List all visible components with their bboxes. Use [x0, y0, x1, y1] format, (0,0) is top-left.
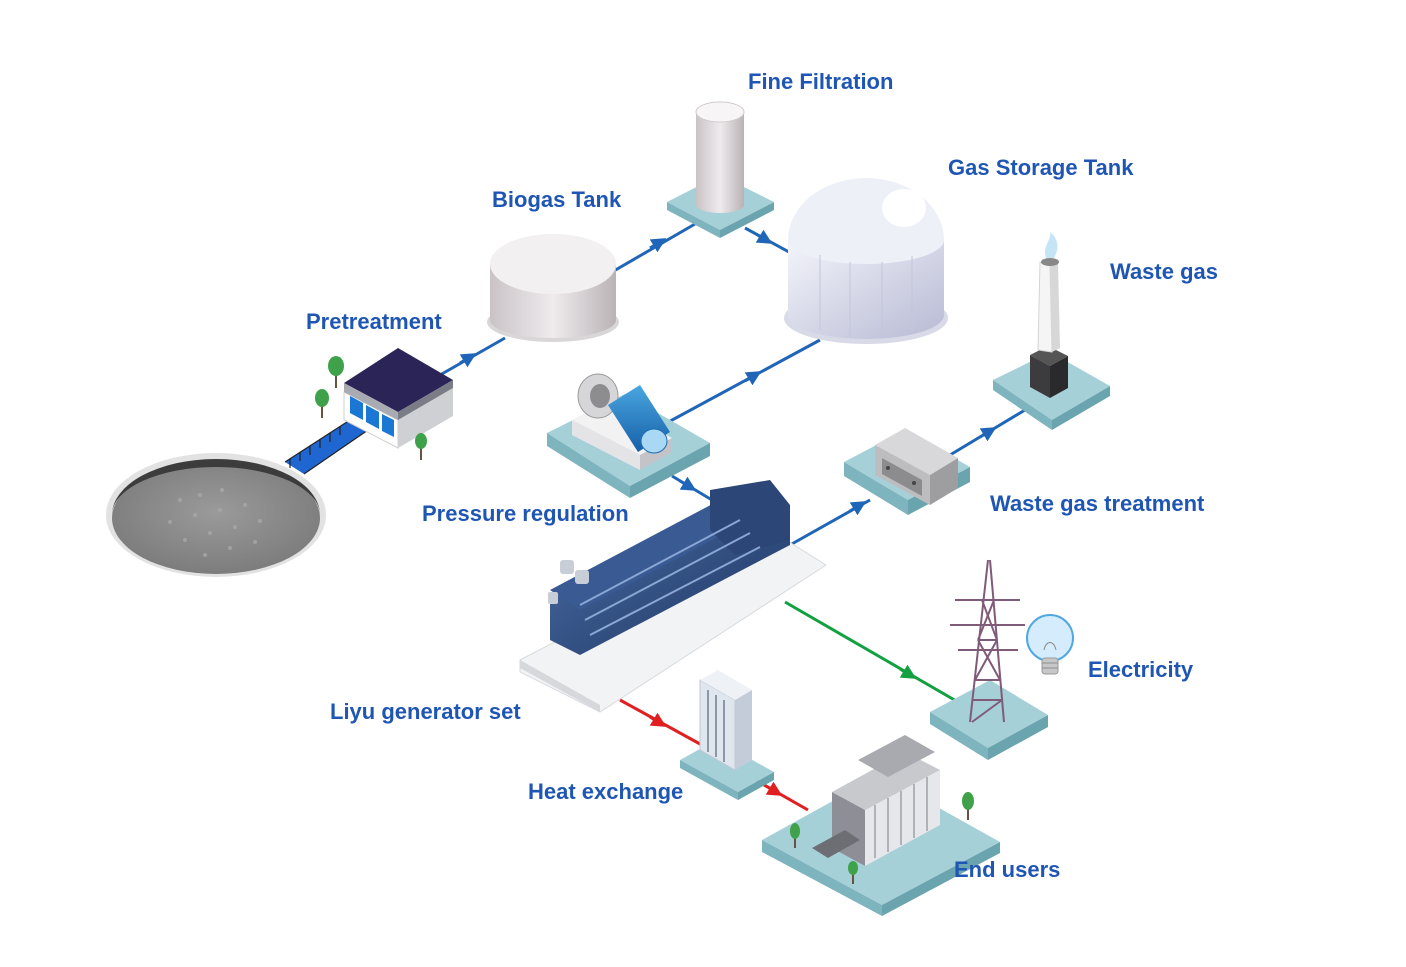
label-fine-filtration: Fine Filtration	[748, 69, 894, 94]
label-liyu-generator-set: Liyu generator set	[330, 699, 521, 724]
heat-exchanger-icon	[680, 670, 774, 800]
label-heat-exchange: Heat exchange	[528, 779, 684, 804]
label-pretreatment: Pretreatment	[306, 309, 442, 334]
label-biogas-tank: Biogas Tank	[492, 187, 622, 212]
flow-regulation-to-generator	[671, 474, 713, 502]
label-end-users: End users	[954, 857, 1061, 882]
chimney-icon	[993, 232, 1110, 430]
treatment-box-icon	[844, 428, 970, 515]
flow-lines	[439, 222, 1026, 812]
label-waste-gas: Waste gas	[1110, 259, 1219, 284]
label-electricity: Electricity	[1088, 657, 1194, 682]
flow-pretreatment-to-biogas	[439, 336, 506, 377]
filter-column-icon	[667, 101, 774, 238]
label-gas-storage-tank: Gas Storage Tank	[948, 155, 1134, 180]
power-tower-icon	[930, 559, 1048, 760]
flow-storage-to-regulation	[649, 338, 821, 434]
label-waste-gas-treatment: Waste gas treatment	[990, 491, 1205, 516]
label-pressure-regulation: Pressure regulation	[422, 501, 629, 526]
digester-pool-icon	[106, 453, 326, 577]
flow-biogas-to-filtration	[611, 222, 696, 274]
pretreatment-building-icon	[284, 348, 453, 475]
pressure-regulator-icon	[547, 373, 710, 498]
generator-engine-icon	[519, 480, 827, 713]
office-building-icon	[762, 735, 1000, 916]
light-bulb-icon	[1026, 614, 1074, 675]
flow-generator-to-electricity	[784, 600, 959, 704]
gas-dome-icon	[784, 178, 948, 344]
biogas-tank-icon	[487, 234, 619, 342]
